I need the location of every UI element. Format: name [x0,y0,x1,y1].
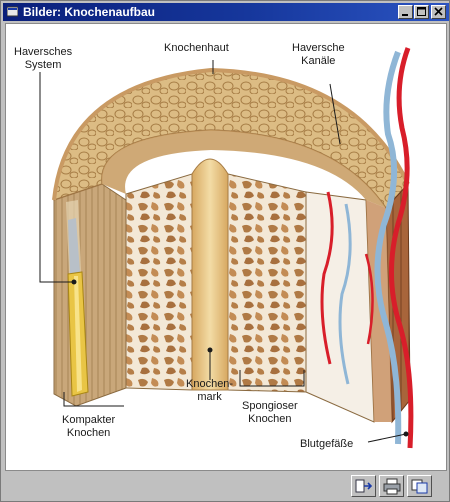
print-button[interactable] [379,475,404,497]
illustration-canvas: Knochenhaut Haversche Kanäle Haversches … [5,23,447,471]
label-haversches-system: Haversches System [14,46,72,72]
maximize-button[interactable] [414,5,429,19]
exit-icon [354,478,374,495]
maximize-icon [415,6,428,18]
window-icon [7,6,18,17]
title-bar[interactable]: Bilder: Knochenaufbau [3,3,449,21]
copy-button[interactable] [407,475,432,497]
label-kompakter-knochen: Kompakter Knochen [62,414,115,440]
copy-icon [410,478,430,495]
window-title: Bilder: Knochenaufbau [23,5,155,19]
label-knochenmark: Knochen- mark [186,378,233,404]
bottom-toolbar [5,473,447,500]
pointer-dot [72,280,77,285]
close-button[interactable] [431,5,446,19]
minimize-button[interactable] [398,5,413,19]
minimize-icon [399,6,412,18]
label-spongioser-knochen: Spongioser Knochen [242,400,298,426]
pointer-dot [404,432,409,437]
label-knochenhaut: Knochenhaut [164,42,229,55]
exit-button[interactable] [351,475,376,497]
close-icon [432,6,445,18]
label-blutgefaesse: Blutgefäße [300,438,353,451]
pointer-dot [208,348,213,353]
label-haversche-kanaele: Haversche Kanäle [292,42,345,68]
print-icon [382,478,402,495]
compact-bone [54,184,126,406]
